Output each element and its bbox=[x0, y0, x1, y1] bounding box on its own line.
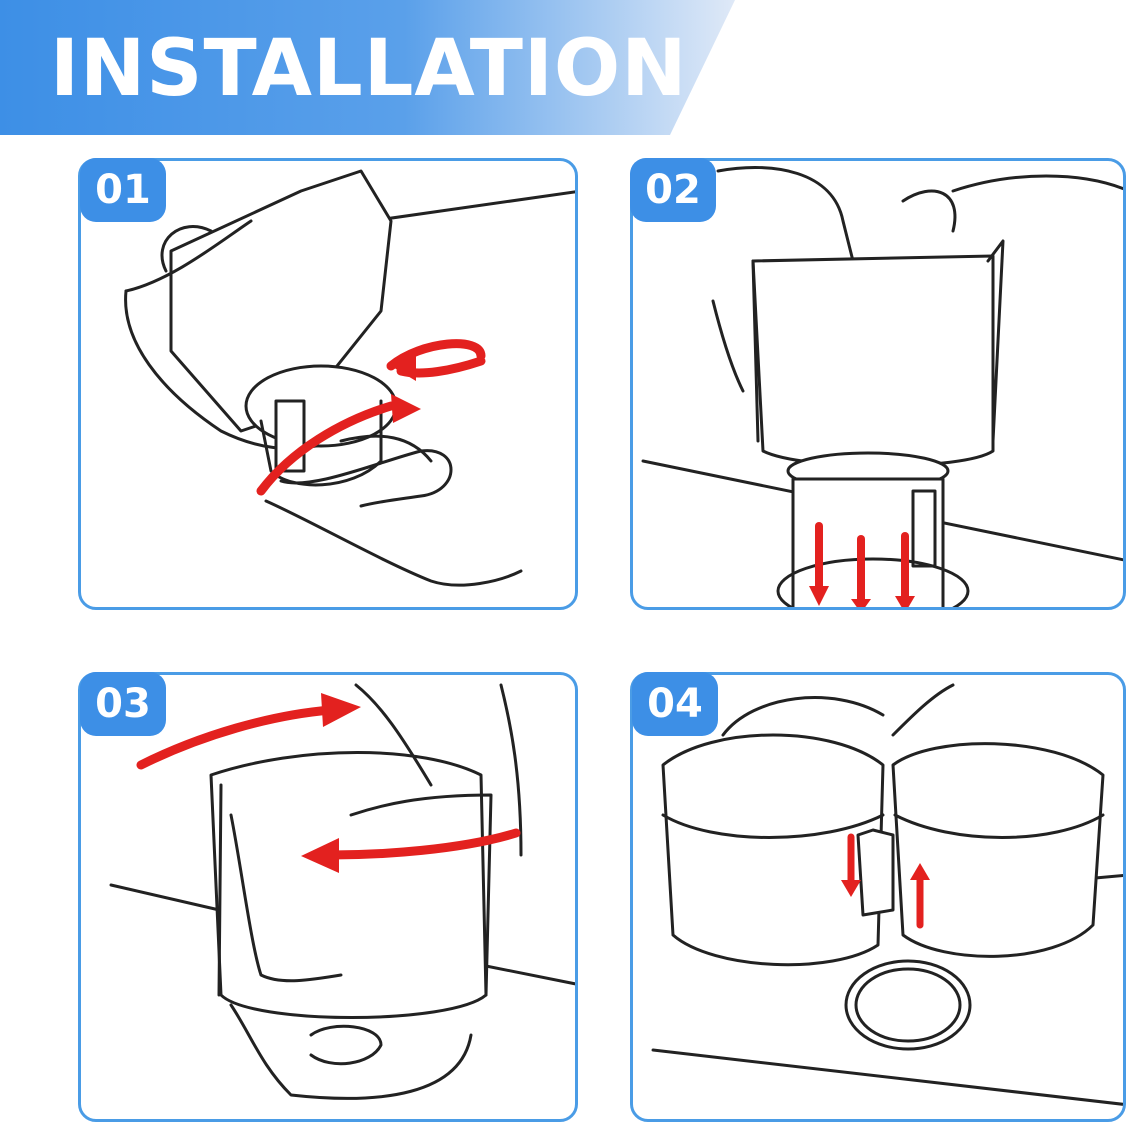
connect-holders-icon bbox=[651, 683, 1123, 1106]
step-panel-03 bbox=[78, 672, 578, 1122]
step-number-04: 04 bbox=[632, 672, 718, 736]
twist-adapter-icon bbox=[124, 169, 575, 587]
insert-base-icon bbox=[641, 166, 1123, 607]
step-panel-04 bbox=[630, 672, 1126, 1122]
step-number-02: 02 bbox=[630, 158, 716, 222]
step-panel-02 bbox=[630, 158, 1126, 610]
step-number-03: 03 bbox=[80, 672, 166, 736]
installation-banner: INSTALLATION bbox=[0, 0, 735, 135]
page-title: INSTALLATION bbox=[50, 24, 688, 114]
banner-background bbox=[0, 0, 735, 135]
rotate-cup-icon bbox=[109, 683, 575, 1100]
step-number-01: 01 bbox=[80, 158, 166, 222]
step-panel-01 bbox=[78, 158, 578, 610]
